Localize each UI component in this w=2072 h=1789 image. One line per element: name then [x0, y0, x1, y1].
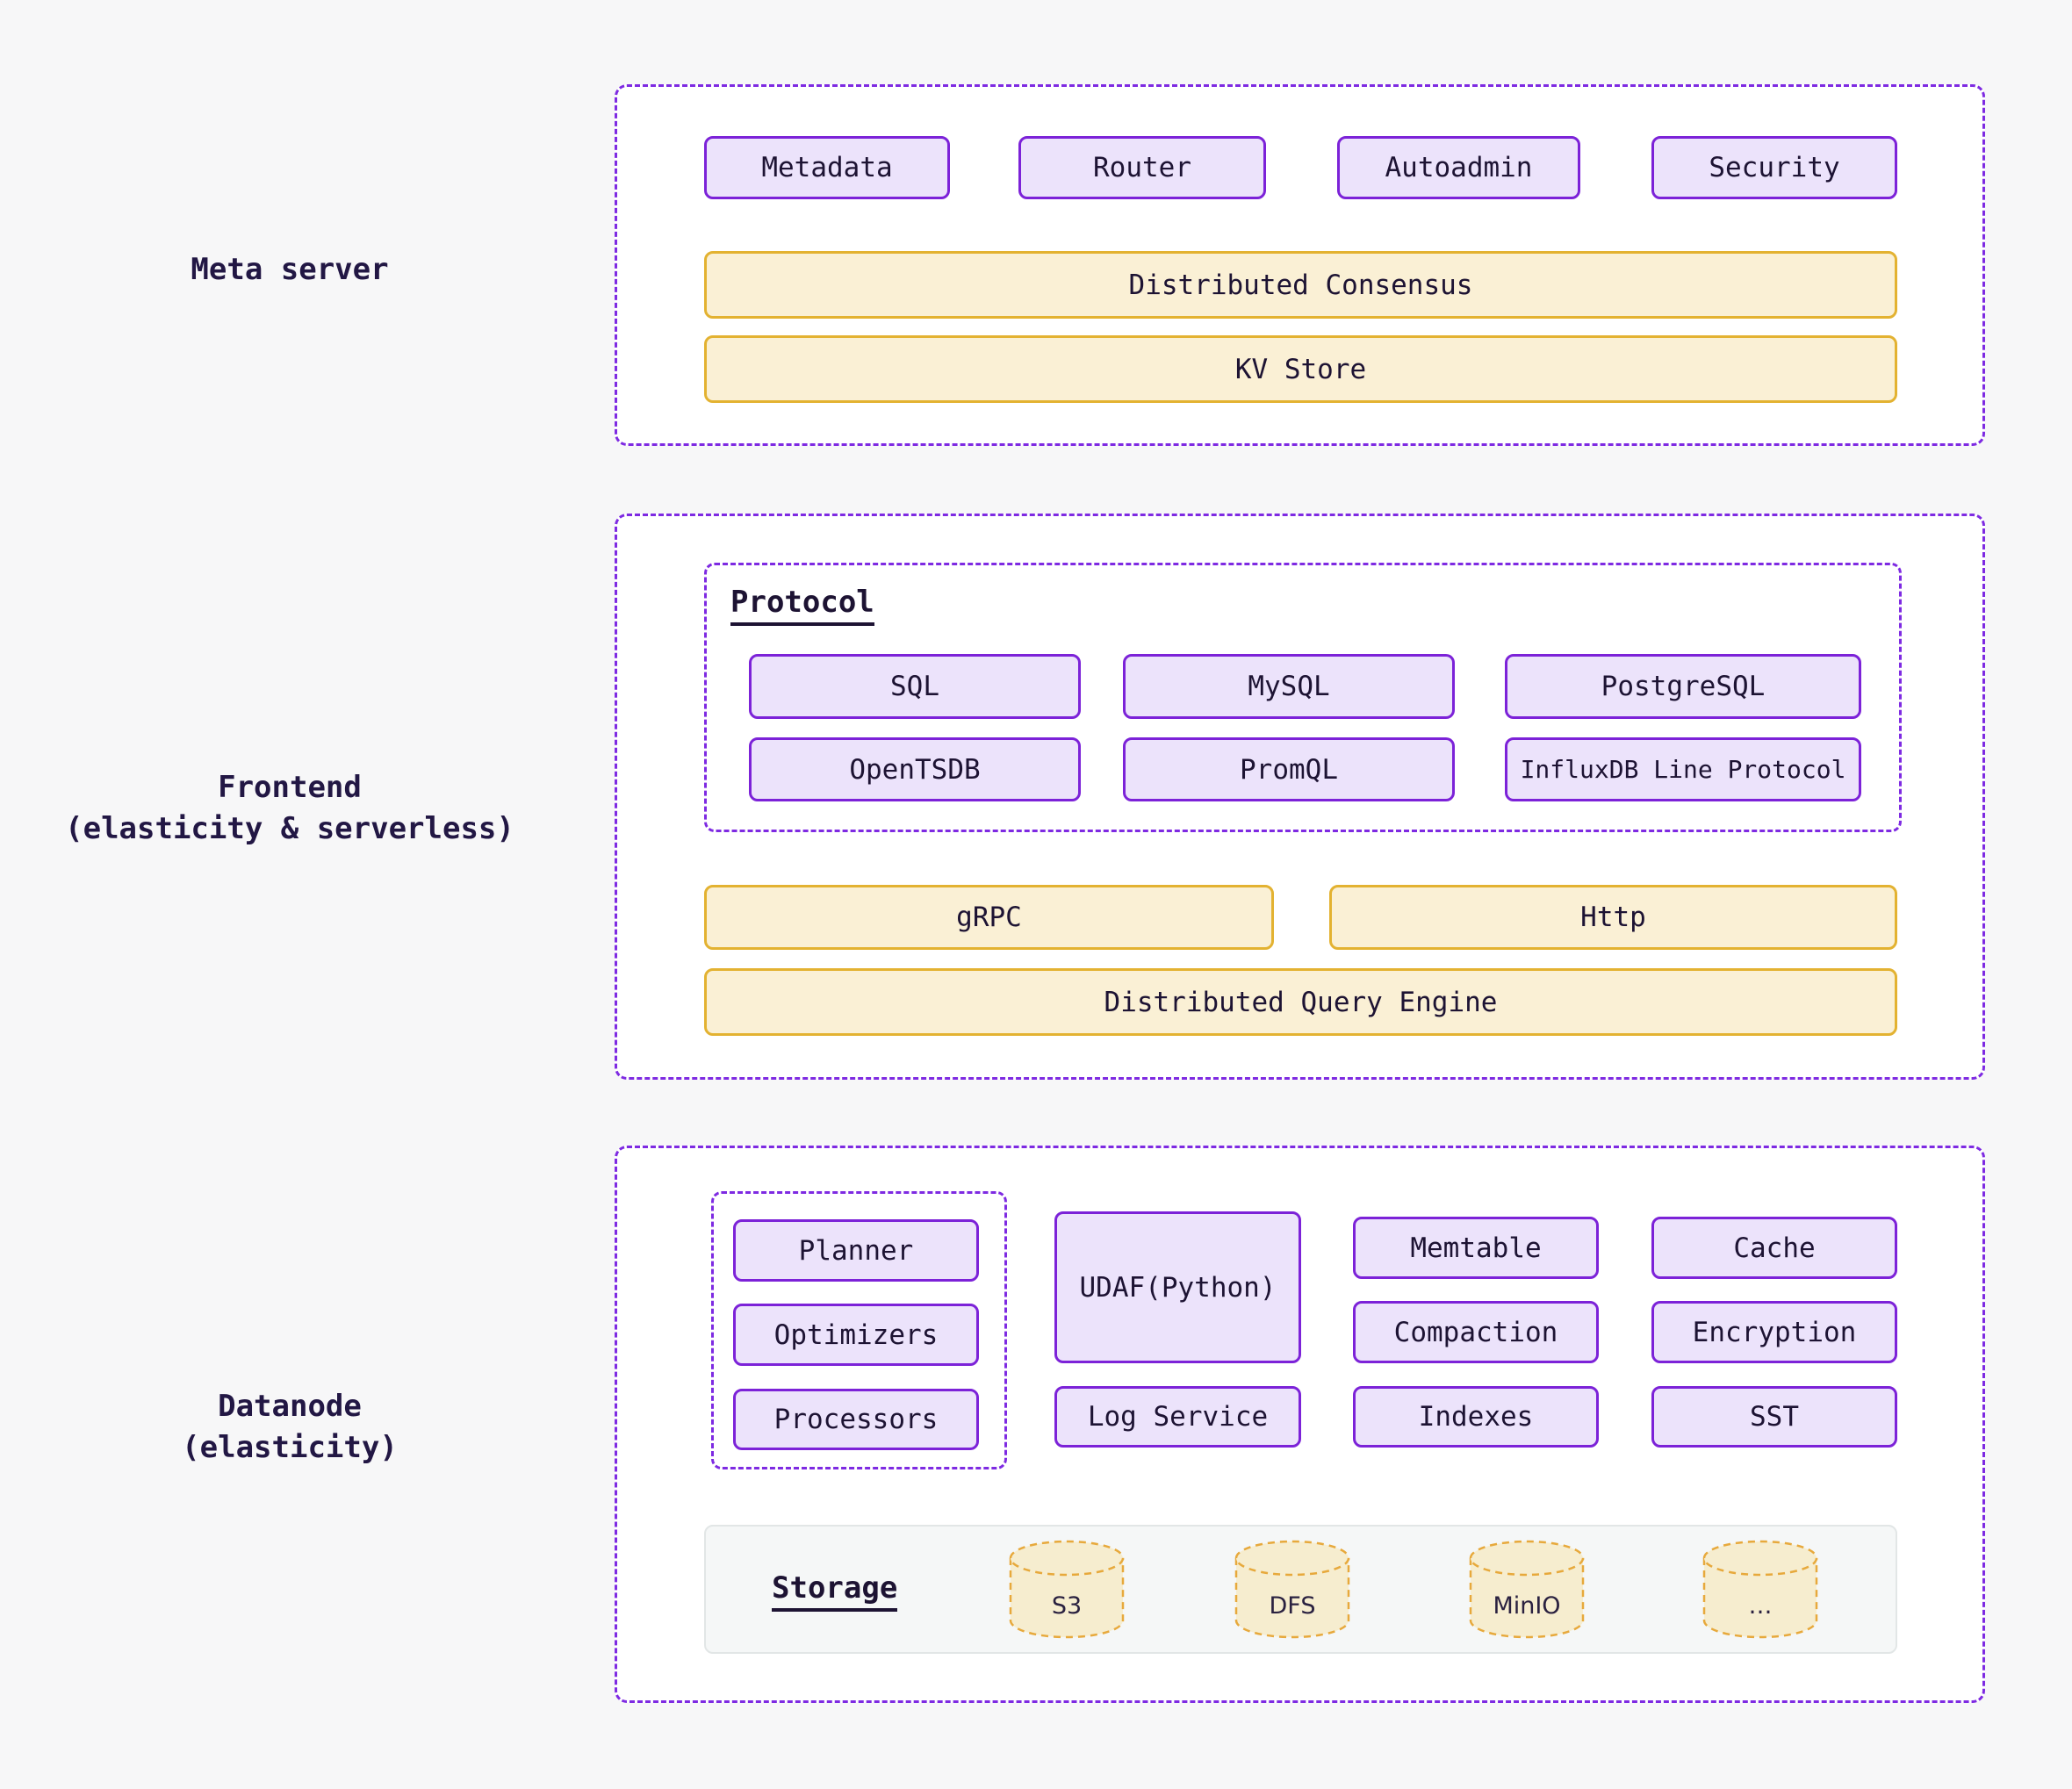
optimizers-box: Optimizers	[733, 1304, 979, 1366]
cache-box: Cache	[1651, 1217, 1897, 1279]
protocol-group-title: Protocol	[730, 585, 874, 626]
mysql-box: MySQL	[1123, 654, 1455, 719]
dfs-label: DFS	[1270, 1592, 1316, 1620]
promql-box: PromQL	[1123, 737, 1455, 801]
encryption-box: Encryption	[1651, 1301, 1897, 1363]
datanode-section-label-line1: Datanode	[218, 1389, 362, 1424]
indexes-box: Indexes	[1353, 1386, 1599, 1448]
minio-cylinder-icon: MinIO	[1469, 1540, 1585, 1639]
postgresql-box: PostgreSQL	[1505, 654, 1861, 719]
storage-title: Storage	[772, 1570, 898, 1612]
planner-box: Planner	[733, 1219, 979, 1282]
s3-label: S3	[1052, 1592, 1082, 1620]
distributed-consensus-box: Distributed Consensus	[704, 251, 1897, 319]
compaction-box: Compaction	[1353, 1301, 1599, 1363]
other-storage-cylinder-icon: …	[1702, 1540, 1818, 1639]
protocol-group: Protocol SQL MySQL PostgreSQL OpenTSDB P…	[704, 563, 1902, 832]
log-service-box: Log Service	[1054, 1386, 1301, 1448]
other-storage-label: …	[1749, 1592, 1773, 1620]
meta-server-section-label: Meta server	[191, 252, 389, 287]
frontend-section-label: Frontend (elasticity & serverless)	[0, 767, 579, 850]
udaf-python-box: UDAF(Python)	[1054, 1211, 1301, 1363]
router-box: Router	[1018, 136, 1266, 199]
datanode-panel: Planner Optimizers Processors UDAF(Pytho…	[615, 1146, 1985, 1703]
security-box: Security	[1651, 136, 1897, 199]
storage-panel: Storage S3 DFS MinIO …	[704, 1525, 1897, 1654]
s3-cylinder-icon: S3	[1009, 1540, 1125, 1639]
frontend-panel: Protocol SQL MySQL PostgreSQL OpenTSDB P…	[615, 514, 1985, 1080]
metadata-box: Metadata	[704, 136, 950, 199]
datanode-section-label-line2: (elasticity)	[182, 1430, 398, 1465]
dfs-cylinder-icon: DFS	[1234, 1540, 1350, 1639]
frontend-section-label-line2: (elasticity & serverless)	[65, 811, 514, 846]
frontend-section-label-line1: Frontend	[218, 770, 362, 805]
sst-box: SST	[1651, 1386, 1897, 1448]
influxdb-line-protocol-box: InfluxDB Line Protocol	[1505, 737, 1861, 801]
query-group: Planner Optimizers Processors	[711, 1191, 1007, 1469]
meta-server-panel: Metadata Router Autoadmin Security Distr…	[615, 84, 1985, 446]
http-box: Http	[1329, 885, 1897, 950]
opentsdb-box: OpenTSDB	[749, 737, 1081, 801]
kv-store-box: KV Store	[704, 335, 1897, 403]
datanode-section-label: Datanode (elasticity)	[0, 1386, 579, 1469]
grpc-box: gRPC	[704, 885, 1274, 950]
memtable-box: Memtable	[1353, 1217, 1599, 1279]
sql-box: SQL	[749, 654, 1081, 719]
autoadmin-box: Autoadmin	[1337, 136, 1580, 199]
processors-box: Processors	[733, 1389, 979, 1450]
minio-label: MinIO	[1493, 1592, 1560, 1620]
distributed-query-engine-box: Distributed Query Engine	[704, 968, 1897, 1036]
